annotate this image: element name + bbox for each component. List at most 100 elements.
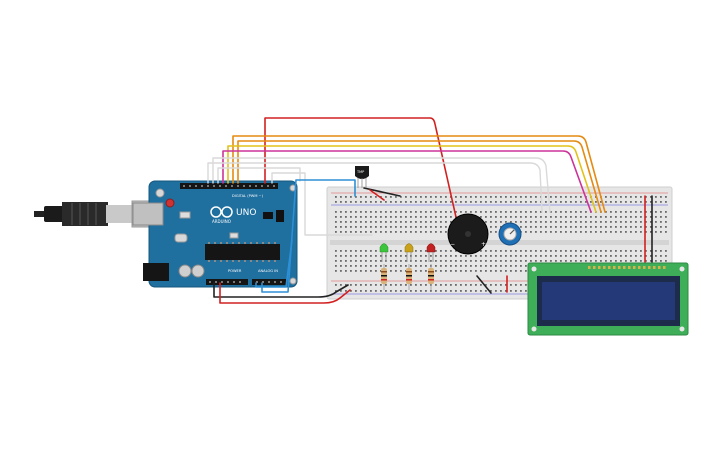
breadboard-hole [385, 231, 387, 233]
breadboard-hole [350, 270, 352, 272]
breadboard-hole [470, 270, 472, 272]
breadboard-hole [495, 201, 497, 203]
usb-cable-tail [34, 211, 46, 217]
lcd-screen [542, 282, 675, 320]
breadboard-hole [430, 231, 432, 233]
breadboard-hole [445, 216, 447, 218]
breadboard-hole [460, 290, 462, 292]
breadboard-hole [630, 196, 632, 198]
breadboard-hole [445, 290, 447, 292]
breadboard-hole [490, 226, 492, 228]
breadboard-hole [625, 255, 627, 257]
breadboard-hole [575, 255, 577, 257]
breadboard-hole [510, 250, 512, 252]
breadboard-hole [555, 211, 557, 213]
breadboard-hole [550, 216, 552, 218]
breadboard-hole [615, 231, 617, 233]
breadboard-hole [635, 201, 637, 203]
breadboard-hole [565, 260, 567, 262]
breadboard-hole [515, 216, 517, 218]
breadboard-hole [415, 211, 417, 213]
lcd-display[interactable] [527, 262, 689, 336]
breadboard-hole [390, 211, 392, 213]
breadboard-hole [590, 260, 592, 262]
lcd-pin [603, 266, 606, 269]
breadboard-hole [640, 226, 642, 228]
breadboard-hole [665, 231, 667, 233]
breadboard-hole [490, 255, 492, 257]
breadboard-hole [650, 201, 652, 203]
breadboard-hole [500, 250, 502, 252]
breadboard-hole [375, 231, 377, 233]
piezo-buzzer[interactable]: − + [447, 213, 489, 255]
breadboard-hole [345, 221, 347, 223]
breadboard-hole [505, 221, 507, 223]
breadboard-hole [435, 265, 437, 267]
breadboard-hole [500, 226, 502, 228]
breadboard-hole [535, 196, 537, 198]
breadboard-hole [345, 270, 347, 272]
breadboard-hole [665, 221, 667, 223]
breadboard-hole [400, 290, 402, 292]
breadboard-hole [355, 290, 357, 292]
breadboard-hole [430, 216, 432, 218]
breadboard-hole [335, 260, 337, 262]
breadboard-hole [510, 216, 512, 218]
buzzer-minus-mark: − [450, 241, 455, 248]
breadboard-hole [395, 226, 397, 228]
breadboard-hole [420, 226, 422, 228]
breadboard-hole [370, 216, 372, 218]
breadboard-hole [480, 284, 482, 286]
breadboard-hole [435, 255, 437, 257]
breadboard-hole [535, 201, 537, 203]
breadboard-hole [360, 290, 362, 292]
breadboard-hole [485, 196, 487, 198]
led-green[interactable] [379, 243, 389, 263]
breadboard-hole [375, 221, 377, 223]
reset-button[interactable] [165, 198, 175, 208]
breadboard-hole [375, 255, 377, 257]
breadboard-hole [595, 231, 597, 233]
breadboard-hole [520, 250, 522, 252]
breadboard-hole [650, 211, 652, 213]
breadboard-hole [440, 221, 442, 223]
temperature-sensor[interactable]: TMP [355, 166, 369, 188]
breadboard-hole [650, 216, 652, 218]
arduino-brand-label: ARDUINO [212, 219, 231, 224]
breadboard-hole [555, 196, 557, 198]
led-red[interactable] [426, 243, 436, 263]
breadboard-hole [600, 255, 602, 257]
breadboard-hole [610, 231, 612, 233]
breadboard-hole [435, 221, 437, 223]
breadboard-hole [620, 211, 622, 213]
breadboard-hole [585, 255, 587, 257]
breadboard-hole [520, 260, 522, 262]
arduino-uno-board[interactable]: DIGITAL (PWM ~) UNO ARDUINO POWER [132, 180, 298, 288]
breadboard-hole [405, 255, 407, 257]
breadboard-hole [655, 201, 657, 203]
breadboard-hole [425, 226, 427, 228]
breadboard-hole [450, 260, 452, 262]
breadboard-hole [620, 216, 622, 218]
breadboard-hole [455, 270, 457, 272]
lcd-pin [593, 266, 596, 269]
potentiometer[interactable] [498, 222, 522, 246]
breadboard-hole [350, 260, 352, 262]
breadboard-hole [440, 290, 442, 292]
breadboard-hole [460, 265, 462, 267]
breadboard-hole [410, 211, 412, 213]
breadboard-hole [340, 221, 342, 223]
breadboard-hole [495, 231, 497, 233]
breadboard-hole [400, 211, 402, 213]
breadboard-hole [385, 226, 387, 228]
breadboard-hole [445, 265, 447, 267]
breadboard-hole [340, 260, 342, 262]
breadboard-hole [550, 221, 552, 223]
breadboard-hole [620, 221, 622, 223]
breadboard-hole [415, 255, 417, 257]
breadboard-hole [425, 290, 427, 292]
led-yellow[interactable] [404, 243, 414, 263]
breadboard-hole [420, 290, 422, 292]
usb-plug-body [62, 202, 108, 226]
breadboard-hole [630, 226, 632, 228]
